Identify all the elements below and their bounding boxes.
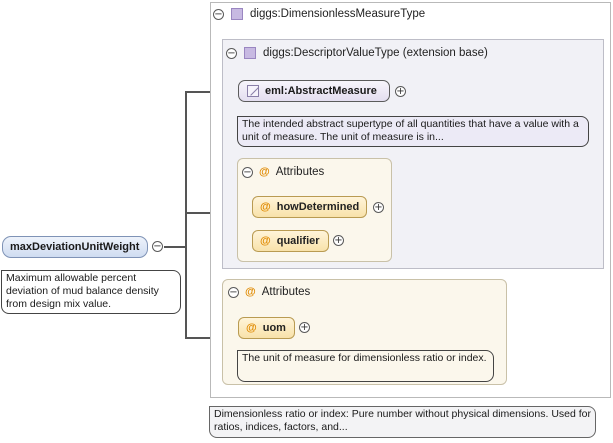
root-element-documentation: Maximum allowable percent deviation of m… — [1, 270, 181, 314]
collapse-icon[interactable]: − — [226, 47, 237, 59]
attribute-qualifier[interactable]: @ qualifier — [252, 230, 329, 252]
attribute-name: qualifier — [276, 235, 320, 247]
inner-type-name: diggs:DescriptorValueType (extension bas… — [263, 47, 488, 59]
root-element-name: maxDeviationUnitWeight — [10, 241, 140, 253]
attribute-icon: @ — [259, 166, 270, 178]
abstract-element-icon — [247, 85, 259, 97]
expand-icon[interactable]: + — [333, 235, 344, 246]
abstract-element-documentation: The intended abstract supertype of all q… — [237, 116, 589, 147]
attribute-icon: @ — [260, 201, 271, 213]
uom-documentation: The unit of measure for dimensionless ra… — [237, 350, 494, 382]
attribute-icon: @ — [246, 322, 257, 334]
inner-type-header: − diggs:DescriptorValueType (extension b… — [226, 47, 488, 59]
collapse-icon[interactable]: − — [152, 241, 163, 252]
attribute-icon: @ — [260, 235, 271, 247]
attribute-how-determined[interactable]: @ howDetermined — [252, 196, 367, 218]
abstract-measure-element[interactable]: eml:AbstractMeasure — [238, 80, 390, 102]
expand-icon[interactable]: + — [373, 202, 384, 213]
outer-attributes-header: − @ Attributes — [228, 286, 310, 298]
attribute-uom[interactable]: @ uom — [238, 317, 295, 339]
expand-icon[interactable]: + — [299, 322, 310, 333]
attribute-name: howDetermined — [276, 201, 360, 213]
collapse-icon[interactable]: − — [228, 286, 239, 298]
abstract-element-name: eml:AbstractMeasure — [265, 85, 377, 97]
outer-type-documentation: Dimensionless ratio or index: Pure numbe… — [209, 406, 596, 438]
collapse-icon[interactable]: − — [213, 8, 224, 20]
connector-root-stub — [164, 246, 186, 248]
collapse-icon[interactable]: − — [242, 166, 253, 178]
connector-vertical — [185, 91, 187, 339]
attribute-name: uom — [262, 322, 286, 334]
attribute-icon: @ — [245, 286, 256, 298]
expand-icon[interactable]: + — [395, 86, 406, 97]
inner-attributes-title: Attributes — [275, 166, 325, 178]
complex-type-icon — [244, 47, 256, 59]
inner-attributes-header: − @ Attributes — [242, 166, 324, 178]
outer-attributes-title: Attributes — [261, 286, 311, 298]
outer-type-name: diggs:DimensionlessMeasureType — [250, 8, 426, 20]
outer-type-header: − diggs:DimensionlessMeasureType — [213, 8, 425, 20]
complex-type-icon — [231, 8, 243, 20]
root-element[interactable]: maxDeviationUnitWeight — [2, 236, 148, 258]
